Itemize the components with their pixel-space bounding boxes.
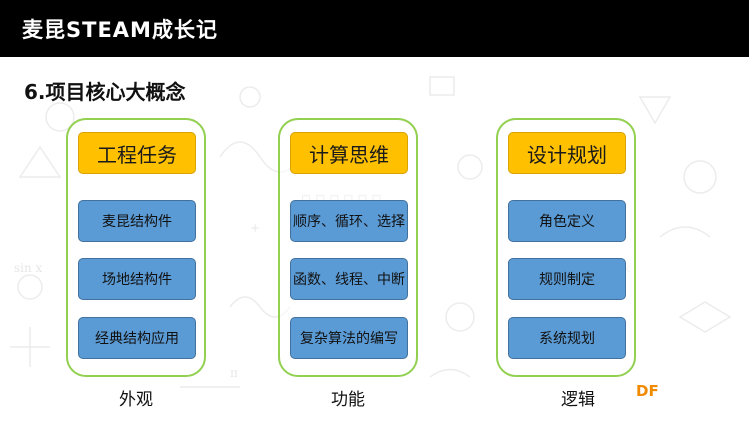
df-logo: DF bbox=[636, 382, 659, 400]
section-heading: 6.项目核心大概念 bbox=[24, 80, 186, 104]
column-header: 工程任务 bbox=[78, 132, 196, 174]
svg-text:sin x: sin x bbox=[14, 261, 43, 275]
concept-item: 场地结构件 bbox=[78, 258, 196, 300]
concept-item: 顺序、循环、选择 bbox=[290, 200, 408, 242]
concept-column-engineering: 工程任务 麦昆结构件 场地结构件 经典结构应用 bbox=[66, 118, 206, 377]
column-caption: 功能 bbox=[331, 390, 365, 410]
concept-item: 经典结构应用 bbox=[78, 317, 196, 359]
column-header: 设计规划 bbox=[508, 132, 626, 174]
slide-title: 麦昆STEAM成长记 bbox=[22, 18, 218, 42]
concept-item: 系统规划 bbox=[508, 317, 626, 359]
concept-item: 角色定义 bbox=[508, 200, 626, 242]
concept-item: 规则制定 bbox=[508, 258, 626, 300]
column-header: 计算思维 bbox=[290, 132, 408, 174]
concept-column-computational: 计算思维 顺序、循环、选择 函数、线程、中断 复杂算法的编写 bbox=[278, 118, 418, 377]
svg-text:π: π bbox=[230, 366, 238, 380]
column-caption: 外观 bbox=[119, 390, 153, 410]
title-bar: 麦昆STEAM成长记 bbox=[0, 0, 749, 57]
concept-item: 函数、线程、中断 bbox=[290, 258, 408, 300]
concept-item: 麦昆结构件 bbox=[78, 200, 196, 242]
column-caption: 逻辑 bbox=[561, 390, 595, 410]
concept-column-design: 设计规划 角色定义 规则制定 系统规划 bbox=[496, 118, 636, 377]
svg-text:+: + bbox=[250, 221, 260, 235]
concept-item: 复杂算法的编写 bbox=[290, 317, 408, 359]
